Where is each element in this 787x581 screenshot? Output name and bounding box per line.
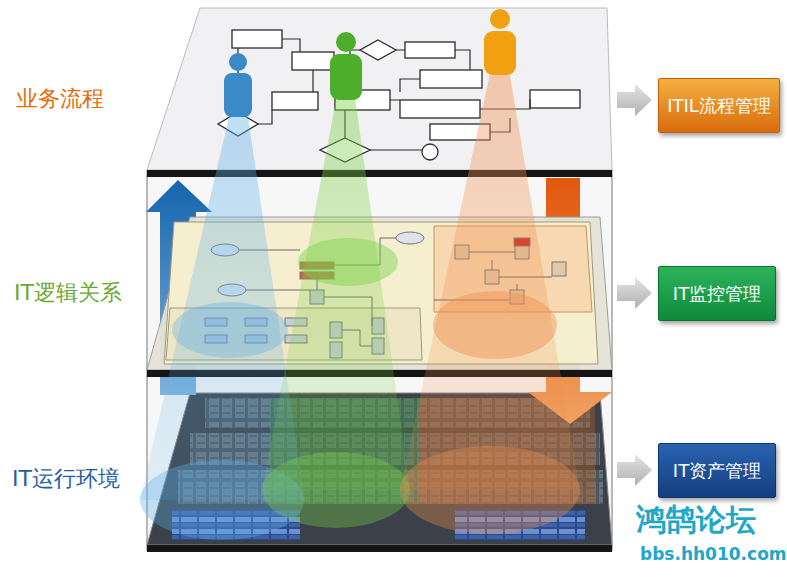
process-plane	[147, 8, 612, 170]
layer-label: IT运行环境	[12, 466, 120, 492]
box-label: ITIL流程管理	[667, 95, 771, 117]
figure-body	[484, 31, 516, 75]
flow-step	[420, 70, 482, 88]
flow-step	[232, 30, 282, 48]
management-box: IT资产管理	[658, 443, 776, 498]
device	[552, 262, 566, 276]
figure-head	[336, 32, 356, 52]
figure-head	[490, 9, 510, 29]
cloud	[396, 232, 424, 244]
figure-body	[330, 54, 362, 100]
mapping-arrow	[617, 84, 652, 116]
cone-spot	[400, 446, 580, 534]
cone-spot	[433, 291, 557, 359]
light-cone	[262, 90, 410, 490]
cone-spot	[262, 452, 410, 528]
flow-decision	[360, 40, 396, 60]
watermark: 鸿鹄论坛	[636, 502, 756, 538]
flow-step	[292, 52, 334, 70]
flow-end	[422, 144, 438, 160]
role-figure	[224, 53, 252, 117]
watermark: bbs.hh010.com	[640, 544, 787, 564]
cone-spot	[298, 238, 398, 286]
management-box: ITIL流程管理	[658, 78, 780, 133]
box-label: IT监控管理	[673, 283, 761, 305]
role-figure	[330, 32, 362, 100]
box-label: IT资产管理	[673, 460, 761, 482]
mapping-arrow	[617, 454, 652, 486]
management-box: IT监控管理	[658, 266, 776, 321]
cone-spot	[172, 302, 288, 358]
layer-label: 业务流程	[16, 86, 104, 112]
mapping-arrow	[617, 277, 652, 309]
flow-step	[272, 92, 318, 110]
flow-step	[530, 90, 580, 108]
flow-step	[400, 100, 480, 118]
layer-edge	[147, 545, 612, 552]
figure-body	[224, 73, 252, 117]
role-figure	[484, 9, 516, 75]
flow-step	[405, 42, 455, 58]
figure-head	[229, 53, 247, 71]
process-flowchart	[218, 30, 580, 162]
layer-label: IT逻辑关系	[14, 280, 122, 306]
light-cone	[400, 64, 580, 490]
